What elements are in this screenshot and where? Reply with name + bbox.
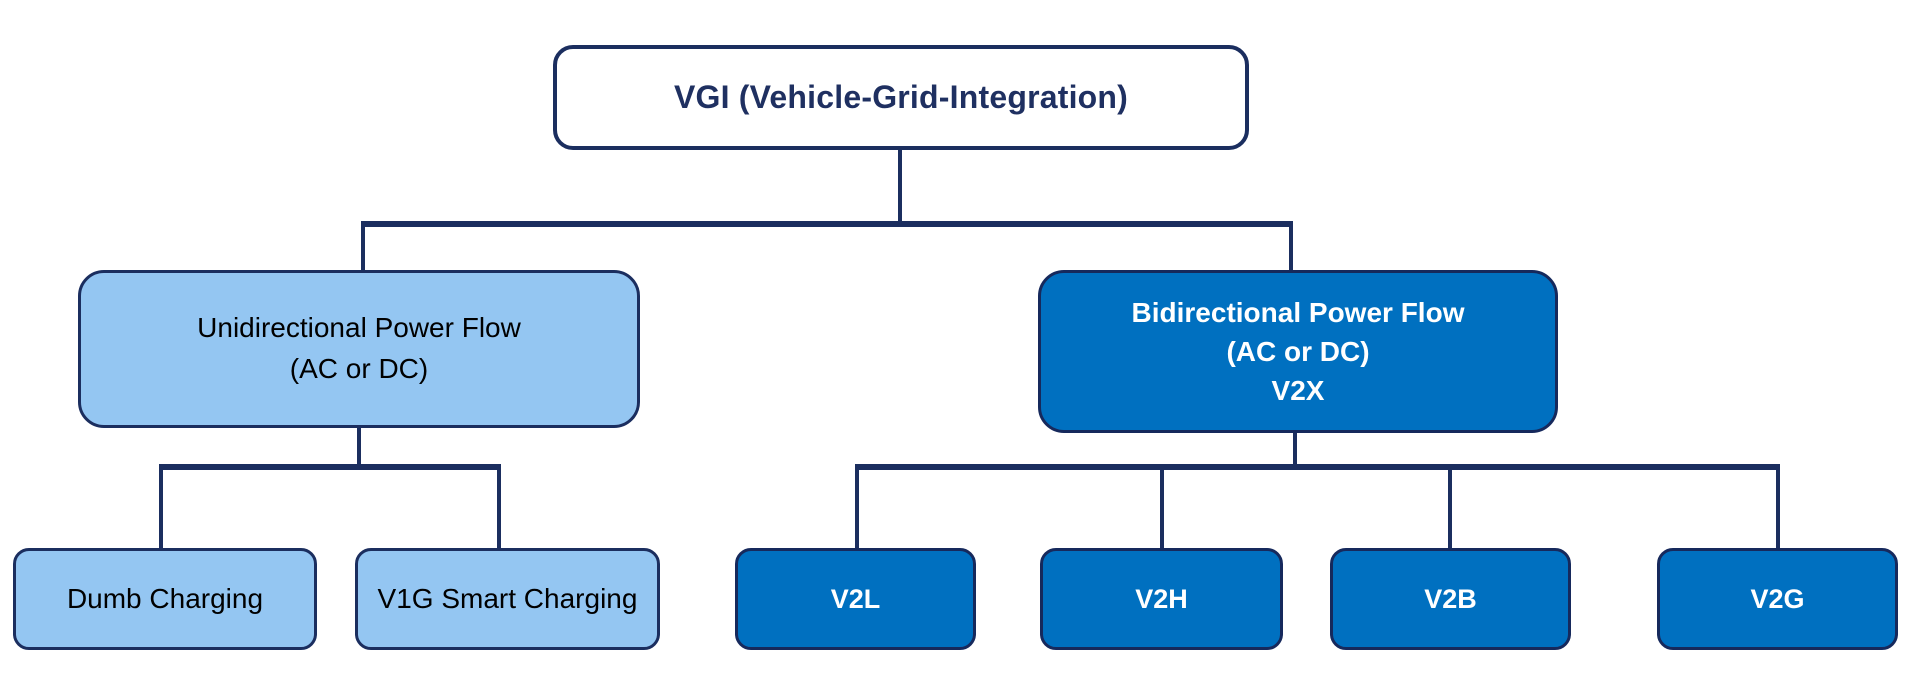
branch-bidirectional-power-flow: Bidirectional Power Flow (AC or DC) V2X [1038, 270, 1558, 433]
branch-label-line: Unidirectional Power Flow [197, 312, 521, 344]
connector-level1-horizontal [361, 221, 1293, 227]
leaf-label: V2L [830, 583, 881, 614]
leaf-v2b: V2B [1330, 548, 1571, 650]
branch-label-line: (AC or DC) [1226, 335, 1370, 367]
connector-drop-dumb-charging [159, 464, 163, 548]
leaf-v2l: V2L [735, 548, 976, 650]
leaf-label: Dumb Charging [66, 583, 264, 614]
leaf-v2g: V2G [1657, 548, 1898, 650]
leaf-v1g-smart-charging: V1G Smart Charging [355, 548, 660, 650]
branch-label-line: Bidirectional Power Flow [1131, 296, 1465, 328]
connector-drop-v2g [1776, 464, 1780, 548]
connector-bidirectional-horizontal [855, 464, 1780, 470]
connector-root-stub [898, 148, 902, 227]
connector-bidirectional-stub [1293, 431, 1297, 468]
leaf-dumb-charging: Dumb Charging [13, 548, 317, 650]
branch-label-line: (AC or DC) [289, 353, 429, 384]
root-node-label: VGI (Vehicle-Grid-Integration) [673, 79, 1129, 115]
connector-drop-v1g-smart-charging [497, 464, 501, 548]
connector-unidirectional-horizontal [159, 464, 501, 470]
connector-drop-bidirectional [1289, 221, 1293, 270]
connector-drop-unidirectional [361, 221, 365, 270]
root-node-vgi: VGI (Vehicle-Grid-Integration) [553, 45, 1249, 150]
leaf-label: V2H [1135, 583, 1188, 614]
leaf-label: V1G Smart Charging [377, 583, 638, 614]
connector-unidirectional-stub [357, 426, 361, 470]
connector-drop-v2h [1160, 464, 1164, 548]
leaf-v2h: V2H [1040, 548, 1283, 650]
branch-unidirectional-power-flow: Unidirectional Power Flow (AC or DC) [78, 270, 640, 428]
leaf-label: V2B [1424, 583, 1477, 614]
branch-label-line: V2X [1271, 375, 1325, 407]
leaf-label: V2G [1750, 583, 1805, 614]
connector-drop-v2b [1448, 464, 1452, 548]
connector-drop-v2l [855, 464, 859, 548]
